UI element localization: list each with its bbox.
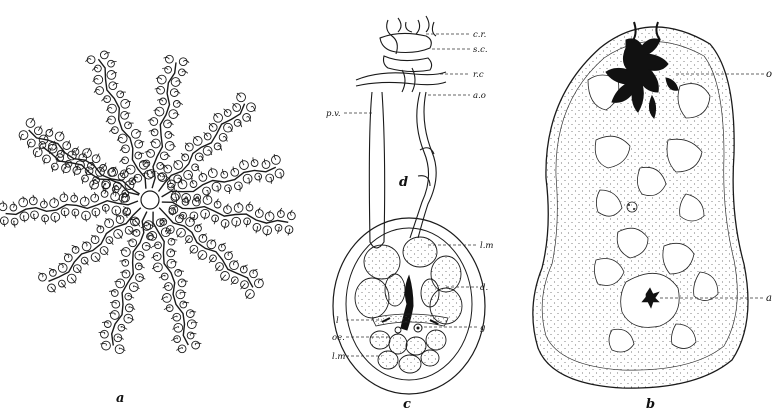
label-g: g — [480, 323, 486, 333]
label-sc: s.c. — [473, 45, 488, 55]
panel-a-colony-drawing — [0, 51, 295, 354]
panel-c-letter: c — [403, 397, 411, 412]
label-a: a — [766, 293, 772, 304]
label-pv: p.v. — [326, 109, 341, 119]
panel-b-letter: b — [646, 397, 655, 412]
label-l: l — [336, 316, 339, 326]
label-oe: oe. — [332, 333, 345, 343]
label-o: o — [766, 69, 772, 80]
panel-c-cross-section — [333, 218, 485, 394]
label-rc: r.c — [473, 70, 484, 80]
label-cr: c.r. — [473, 30, 486, 40]
label-d: d. — [480, 283, 488, 293]
panel-a-letter: a — [116, 391, 124, 406]
label-ao: a.o — [473, 91, 486, 101]
panel-d-letter: d — [399, 175, 408, 190]
label-lm-upper: l.m — [480, 241, 493, 251]
label-lm-lower: l.m — [332, 352, 345, 362]
panel-d-organ-drawing — [356, 16, 446, 248]
panel-b-section — [533, 22, 748, 388]
